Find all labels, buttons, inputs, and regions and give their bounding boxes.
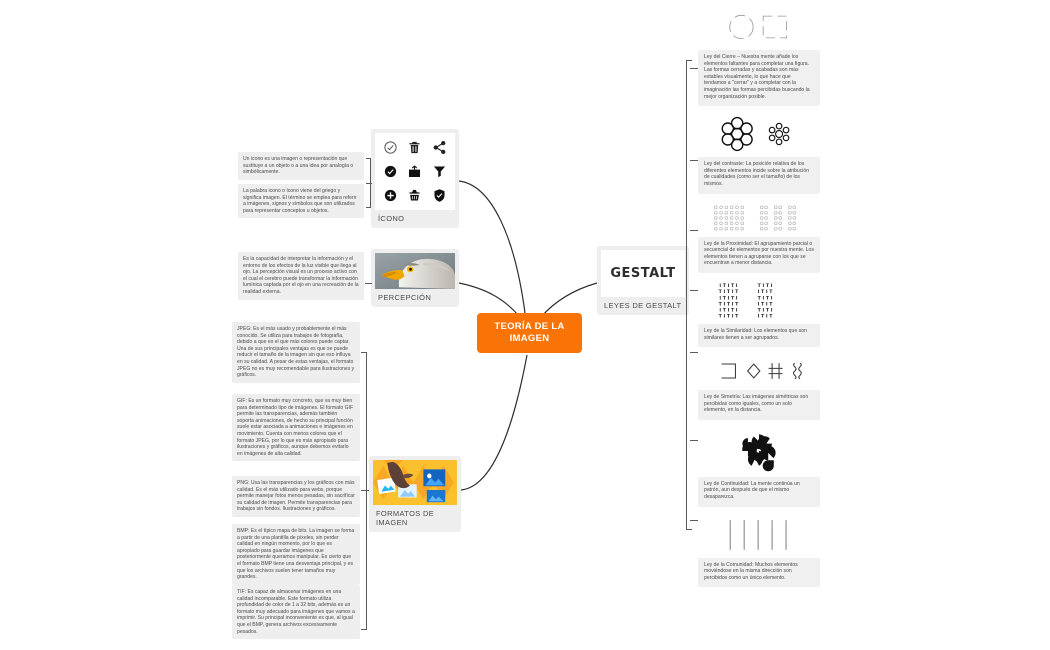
stub-law-comunidad <box>690 520 698 521</box>
branch-card-gestalt[interactable]: GESTALT LEYES DE GESTALT <box>597 246 689 315</box>
law-text-simetria: Ley de Simetría: Las imágenes simétricas… <box>704 394 809 414</box>
branch-card-icono[interactable]: ÍCONO <box>371 129 459 228</box>
trash-icon <box>409 142 420 154</box>
law-card-simetria[interactable]: Ley de Simetría: Las imágenes simétricas… <box>698 352 820 420</box>
note-formato-jpeg: JPEG: Es el más usado y probablemente el… <box>232 322 360 383</box>
symmetric-shapes-figure <box>698 352 820 391</box>
svg-text:I T I T I: I T I T I <box>719 295 737 301</box>
stub-law-similaridad <box>690 290 698 291</box>
branch-caption-percepcion: PERCEPCIÓN <box>378 293 432 302</box>
law-text-similaridad: Ley de la Similaridad: Los elementos que… <box>704 327 807 341</box>
dashed-circle-and-square-figure <box>698 4 820 50</box>
stub-law-simetria <box>690 352 698 353</box>
bracket-stub-icono <box>366 183 372 184</box>
hand-touching-photo-tiles <box>373 460 457 505</box>
note-formato-gif: GIF: Es un formato muy concreto, que va … <box>232 394 360 462</box>
eagle-head-photo <box>375 253 455 289</box>
stub-law-contraste <box>690 160 698 161</box>
bracket-gestalt-laws <box>686 60 692 530</box>
check-badge-icon <box>384 165 396 178</box>
note-icono-1: Un icono es una imagen o representación … <box>238 152 364 180</box>
circle-cluster-contrast-figure <box>698 111 820 158</box>
vertical-lines-common-fate-figure <box>698 511 820 558</box>
note-formato-png: PNG: Usa las transparencias y los gráfic… <box>232 476 360 517</box>
bracket-stub-formatos <box>361 490 369 491</box>
svg-text:I T I T I: I T I T I <box>719 283 737 289</box>
pacman-circles-continuity-figure <box>698 424 820 477</box>
law-card-continuidad[interactable]: Ley de Continuidad: La mente continúa un… <box>698 424 820 507</box>
svg-text:I T I T I: I T I T I <box>719 307 737 313</box>
svg-text:I T I T: I T I T <box>758 289 774 295</box>
basket-icon <box>409 189 420 201</box>
stub-law-continuidad <box>690 440 698 441</box>
check-circle-outline-icon <box>384 141 397 154</box>
law-text-continuidad: Ley de Continuidad: La mente continúa un… <box>704 480 800 501</box>
gestalt-word: GESTALT <box>610 266 676 281</box>
svg-text:I T I T: I T I T <box>758 313 774 319</box>
stub-law-proximidad <box>690 230 698 231</box>
branch-card-percepcion[interactable]: PERCEPCIÓN <box>371 249 459 307</box>
dot-grid-proximity-figure <box>698 198 820 237</box>
share-nodes-icon <box>433 141 446 155</box>
shield-check-icon <box>434 188 445 202</box>
filter-icon <box>434 166 446 178</box>
note-icono-2: La palabra icono o ícono viene del grieg… <box>238 184 364 219</box>
law-text-proximidad: Ley de la Proximidad: El agrupamiento pa… <box>704 240 814 267</box>
law-text-cierre: Ley del Cierre – Nuestra mente añade los… <box>704 54 810 100</box>
branch-card-formatos[interactable]: FORMATOS DE IMAGEN <box>369 456 461 532</box>
branch-caption-formatos: FORMATOS DE IMAGEN <box>376 509 435 527</box>
svg-text:T I T I T: T I T I T <box>719 289 739 295</box>
center-node-label: TEORÍA DE LA IMAGEN <box>494 321 565 344</box>
gestalt-laws-column: Ley del Cierre – Nuestra mente añade los… <box>698 4 820 592</box>
note-formato-bmp: BMP: Es el típico mapa de bits. La image… <box>232 524 360 585</box>
svg-text:T I T I: T I T I <box>758 283 773 289</box>
branch-caption-gestalt: LEYES DE GESTALT <box>604 301 682 310</box>
branch-caption-icono: ÍCONO <box>378 214 405 223</box>
law-card-proximidad[interactable]: Ley de la Proximidad: El agrupamiento pa… <box>698 198 820 273</box>
svg-text:T I T I: T I T I <box>758 295 773 301</box>
law-card-cierre[interactable]: Ley del Cierre – Nuestra mente añade los… <box>698 4 820 107</box>
share-export-icon <box>409 165 421 178</box>
bracket-stub-percepcion <box>365 283 372 284</box>
svg-text:T I T I T: T I T I T <box>719 313 739 319</box>
gestalt-thumbnail: GESTALT <box>601 250 685 297</box>
note-formato-tif: TIF: Es capaz de almacenar imágenes en u… <box>232 585 360 640</box>
law-text-contraste: Ley del contraste: La posición relativa … <box>704 161 810 187</box>
formatos-thumbnail <box>373 460 457 505</box>
stub-law-cierre <box>690 68 698 69</box>
percepcion-thumbnail <box>375 253 455 289</box>
law-text-comunidad: Ley de la Comunidad: Muchos elementos mo… <box>704 561 798 581</box>
law-card-contraste[interactable]: Ley del contraste: La posición relativa … <box>698 111 820 194</box>
center-node[interactable]: TEORÍA DE LA IMAGEN <box>477 313 582 353</box>
svg-text:T I T I: T I T I <box>758 307 773 313</box>
svg-text:T I T I T: T I T I T <box>719 301 739 307</box>
svg-text:I T I T: I T I T <box>758 301 774 307</box>
icon-grid <box>375 133 455 210</box>
law-card-comunidad[interactable]: Ley de la Comunidad: Muchos elementos mo… <box>698 511 820 588</box>
note-percepcion-1: Es la capacidad de interpretar la inform… <box>238 252 364 300</box>
plus-circle-icon <box>384 189 396 201</box>
bracket-formatos <box>361 352 367 630</box>
